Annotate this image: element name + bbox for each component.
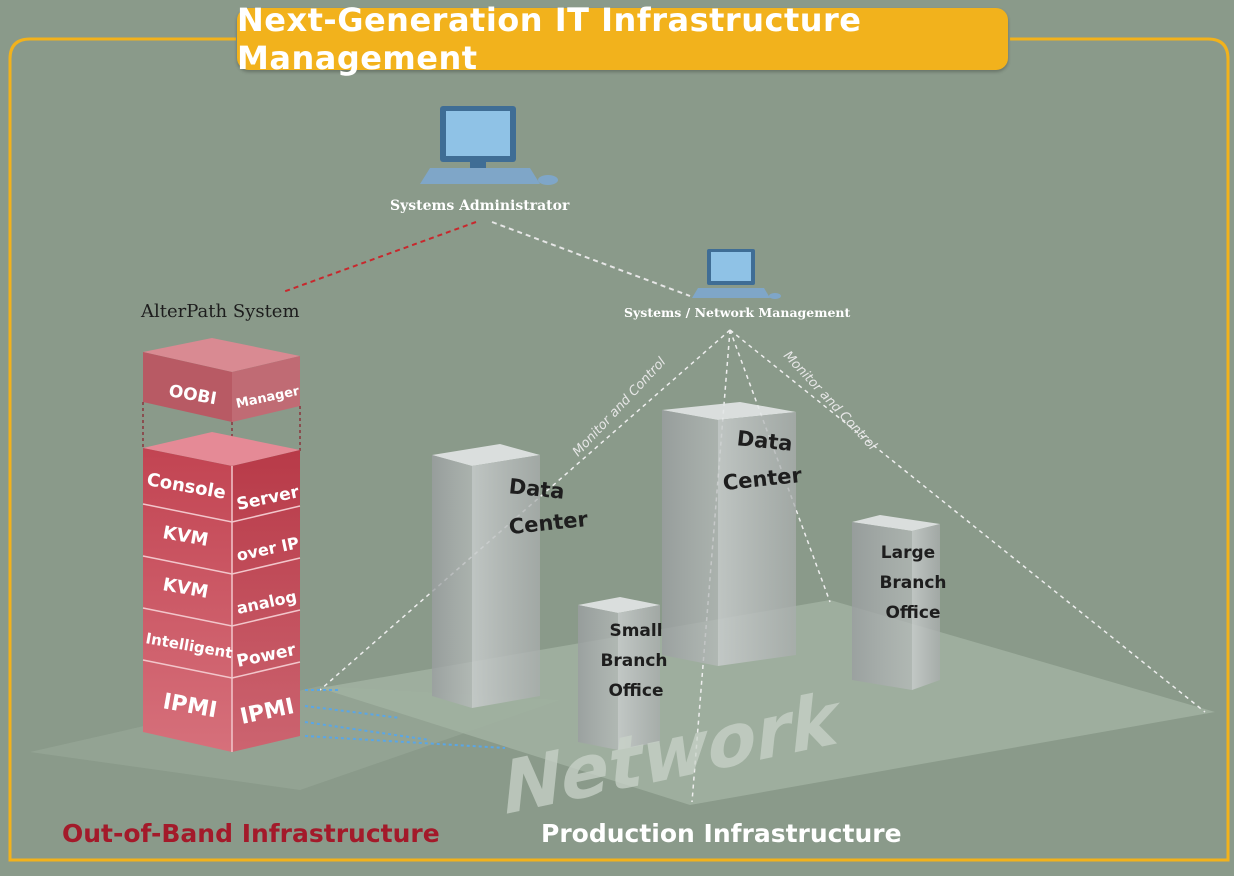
network-floor bbox=[320, 600, 1215, 805]
systems-administrator-label: Systems Administrator bbox=[390, 198, 570, 214]
alterpath-system-label: AlterPath System bbox=[141, 301, 300, 322]
admin-to-alterpath-link bbox=[282, 221, 477, 293]
large-branch-label-line2: Branch bbox=[879, 573, 946, 593]
building-data-center-left bbox=[432, 444, 540, 708]
building-data-center-right bbox=[662, 402, 796, 666]
dc-right-label-line1: Data bbox=[736, 426, 794, 456]
monitor-label-left: Monitor and Control bbox=[570, 355, 669, 460]
building-large-branch bbox=[852, 515, 940, 690]
netmgmt-computer-icon bbox=[692, 249, 781, 299]
large-branch-label-line1: Large bbox=[881, 543, 935, 563]
small-branch-label-line1: Small bbox=[609, 621, 662, 641]
out-of-band-label: Out-of-Band Infrastructure bbox=[62, 819, 440, 848]
dc-left-label-line1: Data bbox=[508, 474, 566, 504]
building-small-branch bbox=[578, 597, 660, 750]
alterpath-stack bbox=[142, 338, 301, 752]
admin-to-netmgmt-link bbox=[491, 221, 691, 297]
large-branch-label-line3: Office bbox=[885, 603, 940, 623]
oob-connections bbox=[304, 689, 506, 749]
network-management-label: Systems / Network Management bbox=[624, 305, 851, 320]
admin-computer-icon bbox=[420, 106, 558, 185]
diagram-title: Next-Generation IT Infrastructure Manage… bbox=[237, 1, 1008, 77]
frame-border bbox=[8, 37, 1230, 862]
small-branch-label-line3: Office bbox=[608, 681, 663, 701]
small-branch-label-line2: Branch bbox=[600, 651, 667, 671]
production-label: Production Infrastructure bbox=[541, 819, 902, 848]
